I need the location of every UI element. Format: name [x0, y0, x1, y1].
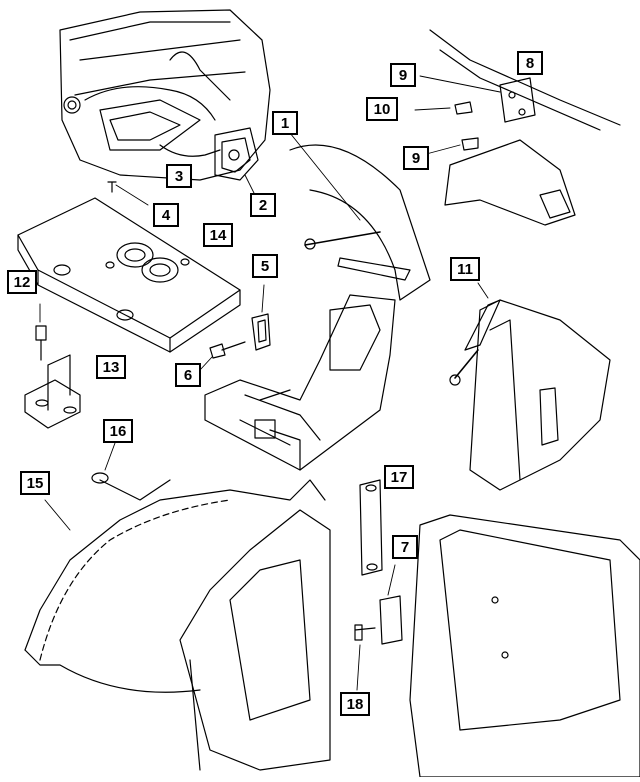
callout-9-top: 9: [390, 63, 416, 87]
quarter-panel-wiring: [24, 442, 331, 771]
callout-6: 6: [175, 363, 201, 387]
bracket-assembly: [17, 197, 241, 353]
callout-5: 5: [252, 254, 278, 278]
callout-2: 2: [250, 193, 276, 217]
callout-16: 16: [103, 419, 133, 443]
liftgate-strut-11: [449, 282, 611, 491]
body-rear-quarter: [204, 294, 396, 471]
door-frame-latch: [354, 479, 640, 778]
callout-4: 4: [153, 203, 179, 227]
callout-11: 11: [450, 257, 480, 281]
callout-8: 8: [517, 51, 543, 75]
sensor-5-6: [199, 284, 271, 371]
callout-7: 7: [392, 535, 418, 559]
callout-9-bottom: 9: [403, 146, 429, 170]
callout-1: 1: [272, 111, 298, 135]
hinge-bracket-13: [24, 303, 81, 429]
callout-10: 10: [366, 97, 398, 121]
callout-12: 12: [7, 270, 37, 294]
callout-15: 15: [20, 471, 50, 495]
callout-13: 13: [96, 355, 126, 379]
liftgate-support-strut-1: [289, 132, 431, 301]
liftgate-latch-view: [59, 9, 271, 206]
callout-3: 3: [166, 164, 192, 188]
callout-17: 17: [384, 465, 414, 489]
callout-14: 14: [203, 223, 233, 247]
callout-18: 18: [340, 692, 370, 716]
